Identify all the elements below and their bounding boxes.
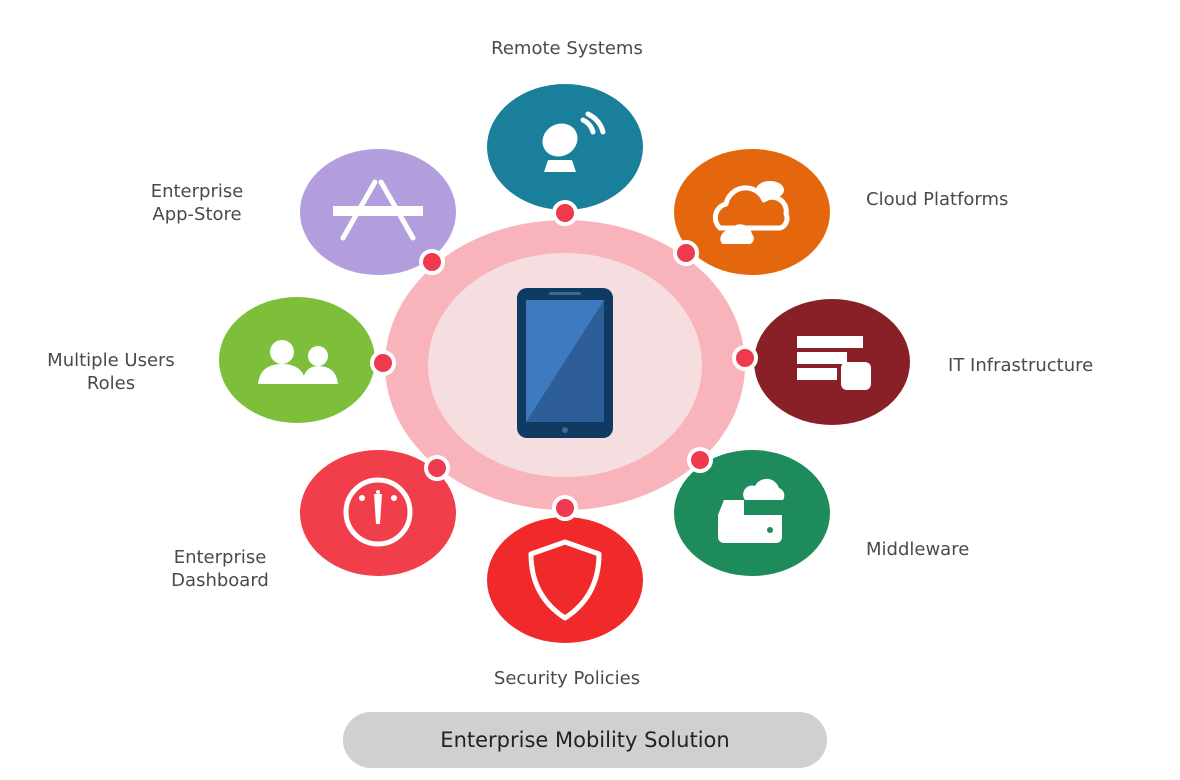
users-icon bbox=[258, 340, 338, 384]
app-store-icon bbox=[333, 179, 423, 241]
label-cloud-platforms: Cloud Platforms bbox=[866, 189, 1008, 210]
shield-icon bbox=[528, 539, 602, 621]
label-enterprise-dashboard-1: Enterprise bbox=[174, 547, 267, 568]
connector-dot bbox=[687, 447, 713, 473]
connector-dot bbox=[424, 455, 450, 481]
node-it-infrastructure bbox=[754, 299, 910, 425]
label-security-policies: Security Policies bbox=[494, 668, 640, 689]
gauge-icon bbox=[343, 477, 413, 547]
label-multiple-users-2: Roles bbox=[87, 373, 135, 394]
connector-dot bbox=[673, 240, 699, 266]
label-app-store-1: Enterprise bbox=[151, 181, 244, 202]
connector-dot bbox=[732, 345, 758, 371]
cloud-storage-icon bbox=[718, 478, 785, 543]
connector-dot bbox=[419, 249, 445, 275]
satellite-dish-icon bbox=[542, 111, 606, 172]
connector-dots bbox=[370, 200, 758, 521]
connector-dot bbox=[552, 495, 578, 521]
node-multiple-users-roles bbox=[219, 297, 375, 423]
label-app-store-2: App-Store bbox=[152, 204, 241, 225]
node-enterprise-app-store bbox=[300, 149, 456, 275]
label-enterprise-dashboard-2: Dashboard bbox=[171, 570, 269, 591]
label-it-infrastructure: IT Infrastructure bbox=[948, 355, 1093, 376]
label-remote-systems: Remote Systems bbox=[491, 38, 643, 59]
smartphone-icon bbox=[517, 288, 613, 438]
node-middleware bbox=[674, 450, 830, 576]
title-pill bbox=[343, 712, 827, 768]
server-database-icon bbox=[797, 336, 871, 390]
node-remote-systems bbox=[487, 84, 643, 210]
label-middleware: Middleware bbox=[866, 539, 969, 560]
connector-dot bbox=[370, 350, 396, 376]
diagram-title: Enterprise Mobility Solution bbox=[440, 728, 729, 752]
label-multiple-users-1: Multiple Users bbox=[47, 350, 175, 371]
node-enterprise-dashboard bbox=[300, 450, 456, 576]
node-cloud-platforms bbox=[674, 149, 830, 275]
cloud-icon bbox=[712, 181, 790, 244]
node-security-policies bbox=[487, 517, 643, 643]
connector-dot bbox=[552, 200, 578, 226]
